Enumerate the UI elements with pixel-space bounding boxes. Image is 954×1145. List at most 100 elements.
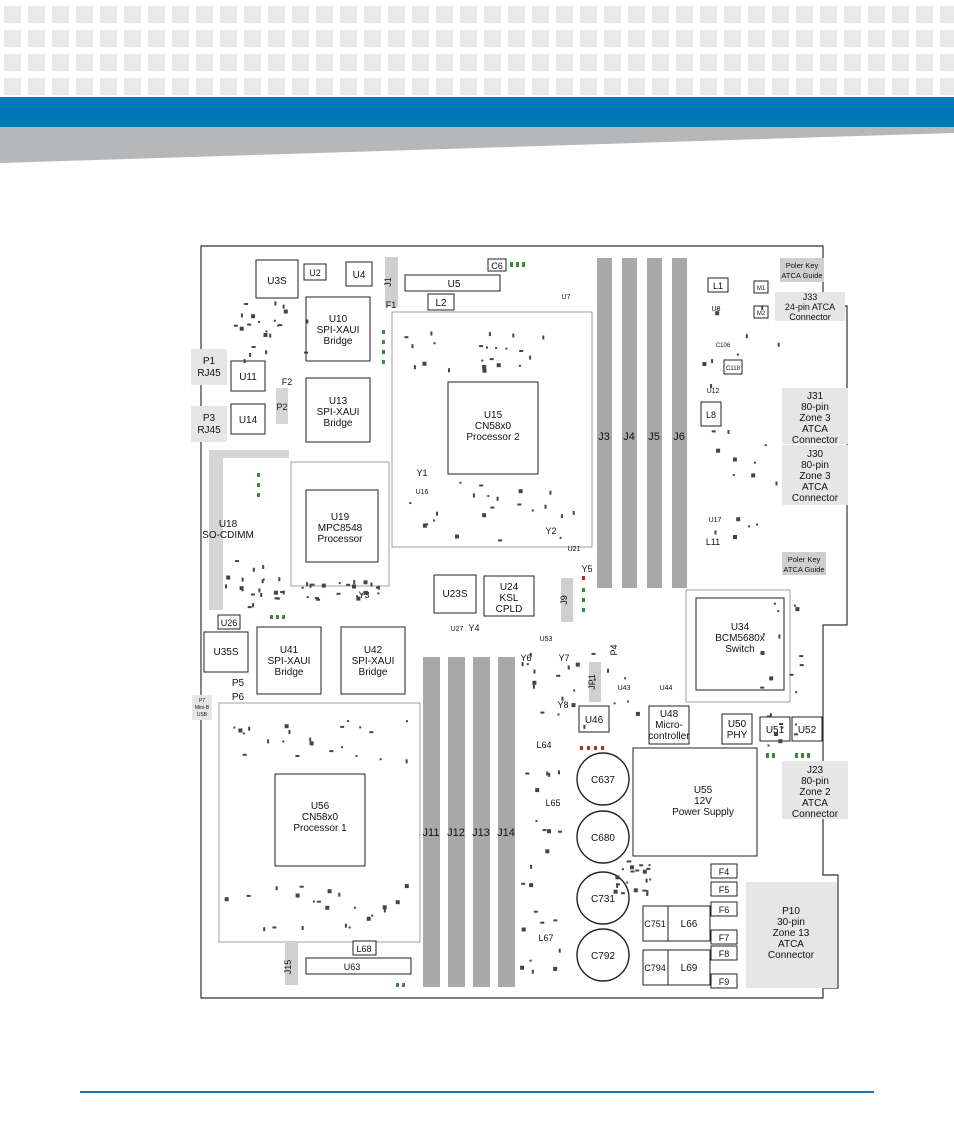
smd-pad <box>540 921 545 924</box>
c680-label: C680 <box>591 833 615 844</box>
f8-label: F8 <box>719 949 730 959</box>
smd-pad <box>327 889 332 894</box>
header-square <box>556 54 573 71</box>
p7-usb: P7 Mini-B USB <box>192 695 212 720</box>
header-square <box>940 54 954 71</box>
header-square <box>172 6 189 23</box>
smd-pad <box>779 723 784 725</box>
u13-label: Bridge <box>324 418 353 429</box>
smd-pad <box>404 884 409 889</box>
jp1-label: JP1 <box>587 674 597 690</box>
smd-pad <box>272 926 277 929</box>
smd-pad <box>251 346 256 348</box>
u48-microcontroller: U48 Micro- controller <box>648 705 690 745</box>
header-square <box>868 78 885 95</box>
smd-pad <box>239 326 244 331</box>
smd-pad <box>747 525 750 528</box>
header-square <box>892 6 909 23</box>
u3s-label: U3S <box>267 276 287 287</box>
smd-pad <box>422 361 427 366</box>
smd-pad <box>496 363 501 368</box>
smd-pad <box>301 926 304 930</box>
header-square <box>868 6 885 23</box>
header-square <box>52 54 69 71</box>
j30-label: ATCA <box>802 482 828 493</box>
header-square <box>124 6 141 23</box>
u15-processor: U15 CN58x0 Processor 2 <box>391 311 593 548</box>
u10-label: U10 <box>329 314 348 325</box>
f2-label: F2 <box>282 377 293 387</box>
u48-label: U48 <box>660 709 679 720</box>
j33-label: Connector <box>789 312 831 322</box>
smd-pad <box>346 583 351 586</box>
header-square <box>28 30 45 47</box>
header-square <box>196 78 213 95</box>
header-square <box>388 30 405 47</box>
header-square <box>724 30 741 47</box>
j1-header: J1 <box>383 257 398 307</box>
y7-label: Y7 <box>558 653 569 663</box>
p1-label: RJ45 <box>197 368 221 379</box>
y2-label: Y2 <box>545 526 556 536</box>
u24-label: U24 <box>500 582 519 593</box>
fuse-f8: F8 <box>710 945 738 961</box>
smd-pad <box>542 335 545 340</box>
c751-box: C751 <box>642 905 669 942</box>
smd-pad <box>531 969 534 974</box>
f6-label: F6 <box>719 905 730 915</box>
header-square <box>556 6 573 23</box>
header-square <box>772 54 789 71</box>
header-square <box>28 54 45 71</box>
header-square <box>28 6 45 23</box>
u48-label: controller <box>648 731 690 742</box>
header-square <box>892 78 909 95</box>
dimm-slot-j11: J11 <box>423 657 440 987</box>
header-square <box>172 78 189 95</box>
smd-pad <box>715 311 720 316</box>
smd-pad <box>529 883 534 888</box>
header-square <box>820 6 837 23</box>
smd-pad <box>775 481 778 486</box>
smd-pad <box>714 530 717 535</box>
u35s-box: U35S <box>203 631 249 673</box>
smd-pad <box>436 511 438 516</box>
smd-pad <box>613 889 618 894</box>
m2-label: M2 <box>757 311 766 317</box>
u46-label: U46 <box>585 715 604 726</box>
smd-pad <box>274 301 277 306</box>
smd-pad <box>616 883 619 888</box>
header-square <box>580 6 597 23</box>
j9-header: J9 <box>559 578 573 622</box>
p3-label: P3 <box>203 413 216 424</box>
smd-pad <box>306 596 309 599</box>
smd-pad <box>799 655 804 658</box>
smd-pad <box>275 597 280 600</box>
j33-label: 24-pin ATCA <box>785 302 835 312</box>
header-square <box>748 78 765 95</box>
header-square <box>124 30 141 47</box>
l1-box: L1 <box>707 277 729 293</box>
header-square <box>292 6 309 23</box>
u5-label: U5 <box>448 279 461 290</box>
smd-pad <box>498 539 503 542</box>
smd-pad <box>377 592 380 595</box>
c731-label: C731 <box>591 894 615 905</box>
smd-pad <box>258 588 261 593</box>
header-square <box>196 6 213 23</box>
smd-pad <box>762 633 765 636</box>
u23s-box: U23S <box>433 574 477 614</box>
smd-pad <box>448 368 450 373</box>
header-square <box>796 30 813 47</box>
header-square <box>436 6 453 23</box>
smd-pad <box>309 737 312 742</box>
l8-label: L8 <box>706 410 716 420</box>
smd-pad <box>529 959 532 962</box>
header-square <box>652 78 669 95</box>
j33-connector: J33 24-pin ATCA Connector <box>775 292 845 322</box>
smd-pad <box>395 900 400 905</box>
smd-pad <box>309 583 312 588</box>
smd-pad <box>789 673 794 676</box>
u34-label: BCM5680x <box>715 633 764 644</box>
l64-label: L64 <box>536 740 551 750</box>
